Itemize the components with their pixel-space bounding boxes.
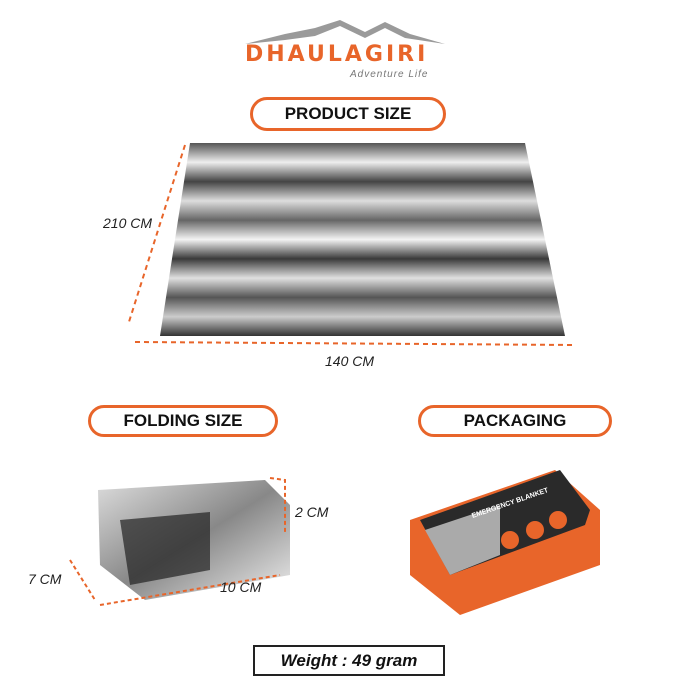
brand-name: DHAULAGIRI (245, 42, 429, 67)
packaging-label: PACKAGING (418, 405, 612, 437)
product-height: 210 CM (103, 215, 153, 231)
weight-label: Weight : 49 gram (253, 645, 445, 676)
mountain-icon (245, 20, 445, 44)
product-dimension-lines (127, 144, 576, 346)
product-width: 140 CM (325, 353, 375, 369)
brand-tagline: Adventure Life (350, 69, 429, 80)
folding-thickness: 2 CM (295, 504, 329, 520)
folding-depth: 7 CM (28, 571, 62, 587)
folding-size-label: FOLDING SIZE (88, 405, 278, 437)
product-size-label: PRODUCT SIZE (250, 97, 446, 131)
folding-width: 10 CM (220, 579, 262, 595)
